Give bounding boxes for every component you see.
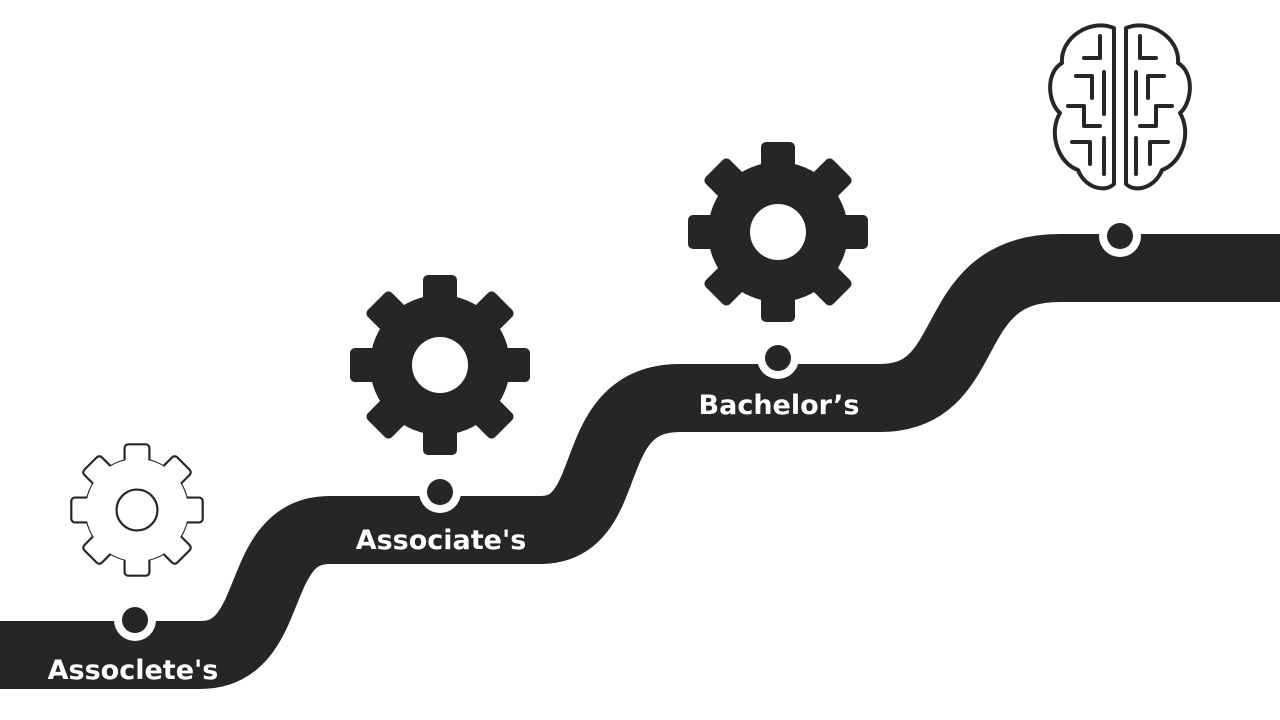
step-label: Bachelor’s	[699, 390, 860, 421]
career-road	[0, 234, 1280, 689]
gear-icon	[350, 275, 530, 455]
gear-outline-icon	[70, 443, 204, 577]
gear-icon	[688, 142, 868, 322]
step-marker	[114, 599, 156, 641]
step-label: Associate's	[356, 525, 527, 556]
step-marker	[419, 471, 461, 513]
step-marker	[1099, 215, 1141, 257]
step-marker	[757, 337, 799, 379]
step-label: Assoclete's	[48, 655, 219, 686]
brain-icon	[1048, 23, 1192, 191]
